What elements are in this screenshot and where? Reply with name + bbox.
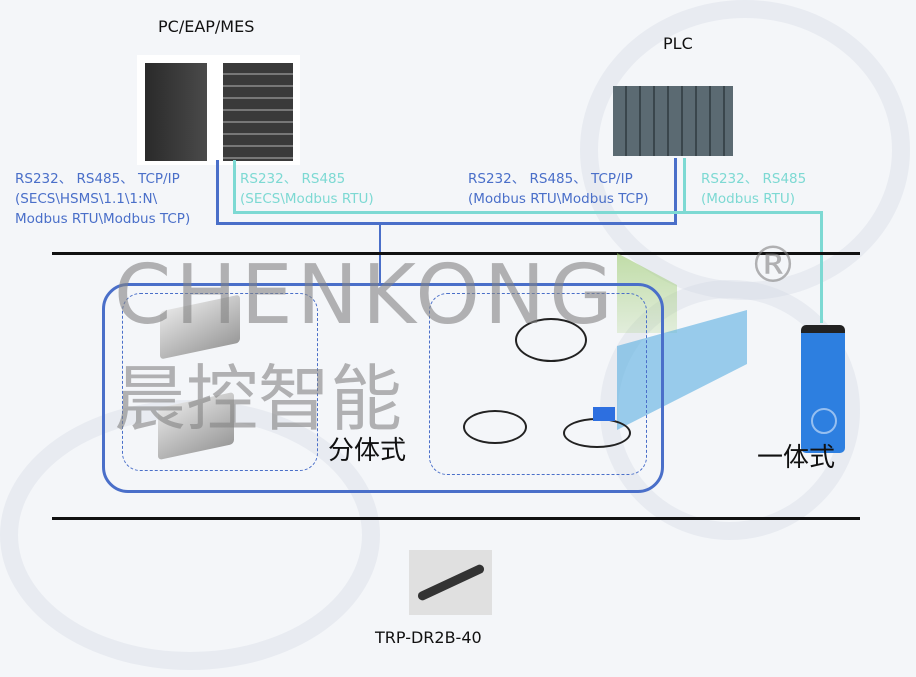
pc-protocol-cyan: RS232、 RS485 (SECS\Modbus RTU) bbox=[240, 169, 374, 209]
divider-bottom bbox=[52, 517, 860, 520]
cyan-connection-device bbox=[820, 211, 823, 323]
tag-model-label: TRP-DR2B-40 bbox=[375, 628, 482, 647]
rfid-tag-rod-icon bbox=[416, 563, 486, 602]
plc-protocol-blue: RS232、 RS485、 TCP/IP (Modbus RTU\Modbus … bbox=[468, 169, 648, 209]
antenna-cable-image bbox=[563, 418, 631, 448]
protocol-line: RS232、 RS485、 TCP/IP bbox=[15, 171, 180, 187]
divider-top bbox=[52, 252, 860, 255]
protocol-line: RS232、 RS485 bbox=[240, 171, 346, 187]
protocol-line: RS232、 RS485 bbox=[701, 171, 807, 187]
protocol-line: (Modbus RTU\Modbus TCP) bbox=[468, 191, 649, 207]
plc-title: PLC bbox=[663, 34, 693, 53]
cyan-connection-plc bbox=[683, 158, 686, 213]
split-antennas-group bbox=[429, 293, 647, 475]
protocol-line: RS232、 RS485、 TCP/IP bbox=[468, 171, 633, 187]
blue-connection-plc bbox=[674, 158, 677, 225]
blue-connection-pc bbox=[216, 160, 219, 225]
split-type-label: 分体式 bbox=[328, 436, 407, 466]
split-readers-group bbox=[122, 293, 318, 471]
antenna-head-blue bbox=[593, 407, 615, 421]
cyan-connection-bus bbox=[233, 211, 823, 214]
protocol-line: (Modbus RTU) bbox=[701, 191, 795, 207]
tower-server-icon bbox=[145, 63, 207, 161]
pc-title: PC/EAP/MES bbox=[158, 17, 255, 36]
plc-protocol-cyan: RS232、 RS485 (Modbus RTU) bbox=[701, 169, 806, 209]
antenna-cable-image bbox=[463, 410, 527, 444]
split-type-group bbox=[102, 283, 664, 493]
protocol-line: (SECS\Modbus RTU) bbox=[240, 191, 374, 207]
cyan-connection-pc bbox=[233, 160, 236, 214]
pc-server-image bbox=[137, 55, 300, 165]
integrated-reader-image bbox=[801, 325, 845, 453]
protocol-line: (SECS\HSMS\1.1\1:N\ bbox=[15, 191, 158, 207]
plc-image bbox=[613, 86, 733, 156]
rfid-wave-icon bbox=[811, 408, 837, 434]
antenna-cable-image bbox=[515, 318, 587, 362]
integrated-type-label: 一体式 bbox=[757, 443, 836, 473]
blue-connection-bus bbox=[216, 222, 677, 225]
protocol-line: Modbus RTU\Modbus TCP) bbox=[15, 211, 191, 227]
rack-server-icon bbox=[223, 63, 293, 161]
rfid-tag-image bbox=[409, 550, 492, 615]
pc-protocol-blue: RS232、 RS485、 TCP/IP (SECS\HSMS\1.1\1:N\… bbox=[15, 169, 190, 229]
